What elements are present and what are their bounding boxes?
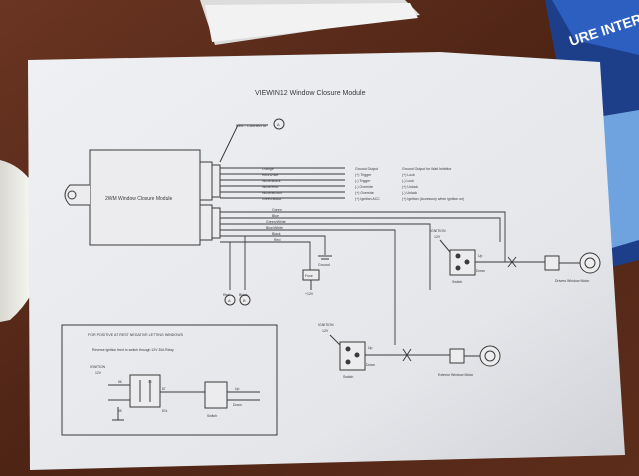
bottom-wire-color-0: Red (223, 293, 229, 297)
lower-wire-3: Blue/White (266, 226, 283, 230)
top-switch-label: Switch (452, 280, 462, 284)
upper-wire-func-1: (+) Trigger (355, 173, 372, 177)
upper-wire-note-1: (+) Lock (402, 173, 415, 177)
relay-pin-4: 86 (118, 380, 122, 384)
upper-wire-color-3: White/Red (262, 185, 278, 189)
lower-wire-4: Black (272, 232, 281, 236)
top-switch-down: Down (476, 269, 485, 273)
bottom-wire-ref-1: B (243, 298, 246, 303)
module-box (89, 149, 201, 246)
upper-connector (199, 161, 213, 201)
upper-wire-lines (220, 167, 345, 199)
passenger-motor-label: Exterior Window Motor (438, 373, 474, 377)
lower-wire-0: Green (272, 208, 282, 212)
lower-wire-1: Blue (272, 214, 279, 218)
mid-switch-up: Up (368, 346, 373, 350)
relay-pin-1: 87 (162, 387, 166, 391)
bottom-wire-ref-0: A (228, 298, 231, 303)
ignition-mid-volt: 12V (322, 329, 329, 333)
paper-stack (200, 0, 420, 45)
top-switch-up: Up (478, 254, 483, 258)
mid-switch-label: Switch (343, 375, 353, 379)
drivers-motor-box (544, 255, 560, 271)
upper-wire-func-2: (-) Trigger (355, 179, 371, 183)
module-label: 2WM Window Closure Module (105, 196, 172, 202)
upper-wire-func-5: (+) Ignition ACC (355, 197, 380, 201)
relay-pin-2: 87a (162, 409, 168, 413)
red-connect-ref: A (277, 122, 280, 127)
doc-title: VIEWIN12 Window Closure Module (255, 90, 366, 97)
upper-wire-color-0: Orange (262, 167, 274, 171)
lower-wire-lines (220, 211, 540, 345)
drivers-switch (449, 249, 476, 276)
upper-wire-color-4: White/Brown (262, 191, 282, 195)
inset-ignition-label: IGNITION (90, 365, 106, 369)
relay-pin-3: 85 (118, 409, 122, 413)
mid-switch-down: Down (366, 363, 375, 367)
inset-note: Reverse ignition feed to switch through … (92, 348, 174, 352)
lower-wire-2: Green/White (266, 220, 286, 224)
inset-switch (204, 381, 228, 409)
relay-pin-0: 30 (148, 380, 152, 384)
ignition-top-label: IGNITION (430, 229, 446, 233)
upper-wire-func-4: (+) Override (355, 191, 374, 195)
relay (129, 374, 161, 408)
ignition-top-volt: 12V (434, 235, 441, 239)
upper-wire-note-4: (-) Unlock (402, 191, 417, 195)
mounting-tab (64, 184, 90, 206)
red-connect-label: Red - Connect to (236, 123, 267, 128)
upper-wire-color-1: Red/White (262, 173, 278, 177)
inset-ignition-volt: 12V (95, 371, 102, 375)
ignition-mid-label: IGNITION (318, 323, 334, 327)
lower-connector (199, 204, 213, 241)
upper-wire-note-3: (+) Unlock (402, 185, 418, 189)
upper-wire-note-0: Ground Output for Wait Inhibitor (402, 167, 452, 171)
fuse-label: Fuse (305, 274, 313, 278)
inset-box (61, 324, 278, 436)
passenger-motor-box (449, 348, 465, 364)
upper-wire-color-2: White/Black (262, 179, 281, 183)
upper-wire-note-2: (-) Lock (402, 179, 414, 183)
bottom-wire-color-1: Black (239, 293, 248, 297)
passenger-switch (339, 341, 366, 371)
upper-wire-note-5: (+) Ignition (Accessory when ignition on… (402, 197, 464, 201)
inset-up: Up (235, 387, 239, 391)
plus12-label: +12V (305, 292, 314, 296)
inset-switch-label: Switch (207, 414, 217, 418)
upper-wire-func-3: (-) Override (355, 185, 373, 189)
upper-wire-color-5: Green/Black (262, 197, 282, 201)
upper-wire-func-0: Ground Output (355, 167, 378, 171)
inset-down: Down (233, 403, 242, 407)
ground-label: Ground (318, 263, 330, 267)
inset-title: FOR POSITIVE AT REST NEGATIVE LETTING WI… (88, 333, 184, 337)
drivers-motor-label: Drivers Window Motor (555, 279, 590, 283)
lower-wire-5: Red (274, 238, 280, 242)
